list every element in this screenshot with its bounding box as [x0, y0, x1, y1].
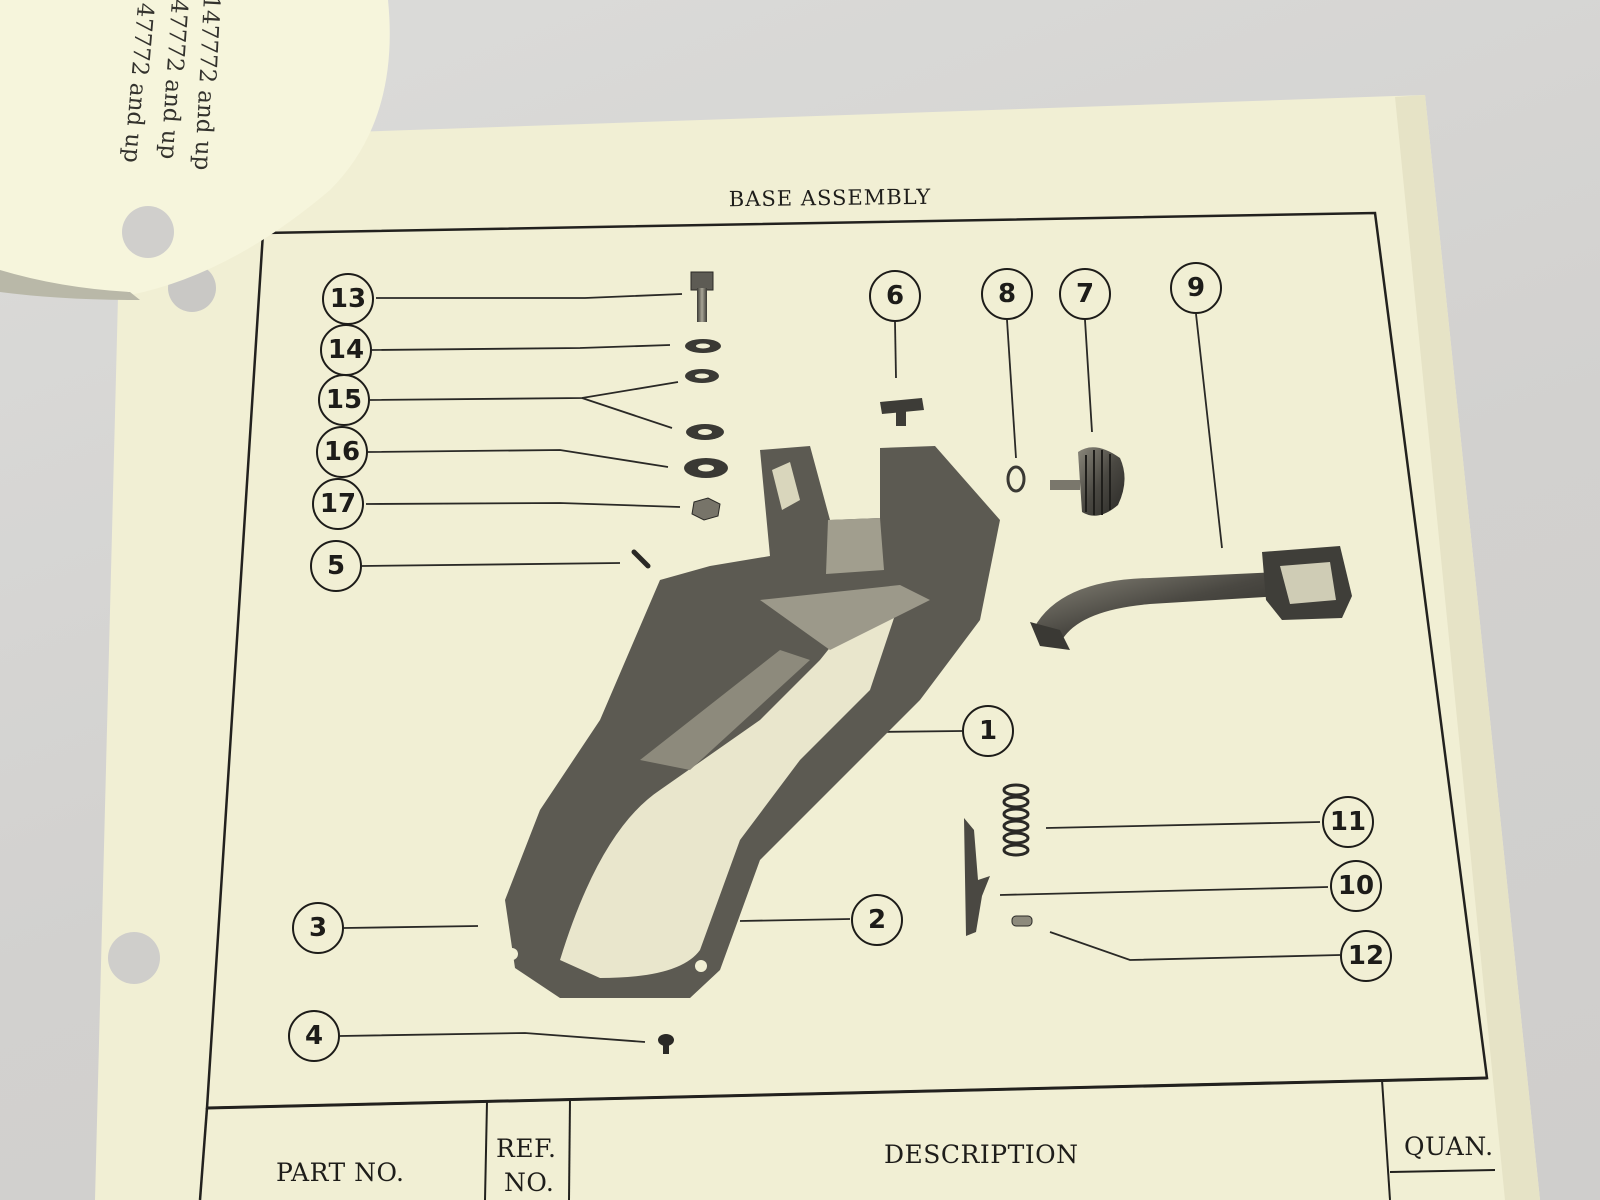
- callout-7: 7: [1059, 268, 1111, 320]
- callout-6: 6: [869, 270, 921, 322]
- booklet-flap: [0, 0, 390, 295]
- callout-8: 8: [981, 268, 1033, 320]
- callout-17: 17: [312, 478, 364, 530]
- knob-part: [1050, 447, 1125, 516]
- callout-1: 1: [962, 705, 1014, 757]
- table-header-no: NO.: [504, 1168, 555, 1197]
- table-header-ref: REF.: [496, 1134, 557, 1163]
- callout-13: 13: [322, 273, 374, 325]
- callout-12: 12: [1340, 930, 1392, 982]
- booklet-hole: [122, 206, 174, 258]
- leader-lines: [339, 293, 1341, 1043]
- callout-10: 10: [1330, 860, 1382, 912]
- callout-15: 15: [318, 374, 370, 426]
- callout-14: 14: [320, 324, 372, 376]
- ring-part: [1006, 465, 1026, 493]
- page-title: BASE ASSEMBLY: [728, 184, 932, 212]
- foot-lever-part: [1030, 546, 1352, 650]
- pin-part: [631, 549, 651, 569]
- table-header-description: DESCRIPTION: [884, 1140, 1079, 1169]
- base-casting-part: [505, 446, 1000, 998]
- nut-part: [691, 497, 721, 521]
- binder-hole-bottom: [108, 932, 160, 984]
- small-pin-part: [1011, 915, 1033, 927]
- callout-5: 5: [310, 540, 362, 592]
- callout-4: 4: [288, 1010, 340, 1062]
- screw-part: [658, 1034, 674, 1054]
- bolt-part: [690, 271, 714, 322]
- callout-3: 3: [292, 902, 344, 954]
- callout-2: 2: [851, 894, 903, 946]
- callout-16: 16: [316, 426, 368, 478]
- table-header-quan: QUAN.: [1404, 1132, 1494, 1161]
- callout-9: 9: [1170, 262, 1222, 314]
- spring-part: [1002, 783, 1030, 857]
- latch-part: [964, 818, 990, 936]
- table-header-part-no: PART NO.: [276, 1158, 405, 1187]
- callout-11: 11: [1322, 796, 1374, 848]
- slide-block-part: [880, 398, 924, 426]
